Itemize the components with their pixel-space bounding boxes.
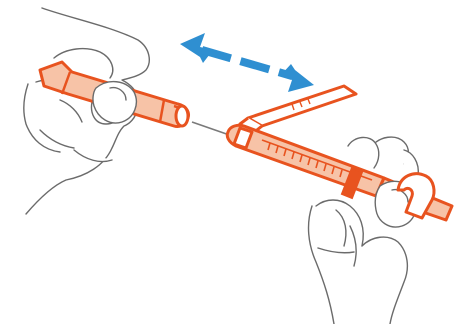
arrow-shaft <box>200 46 294 80</box>
syringe-scale-marks <box>267 142 343 178</box>
left-thumb <box>92 81 138 124</box>
needle-safety-guard <box>238 84 358 136</box>
arrow-head-left <box>180 33 213 63</box>
right-hand <box>307 136 419 324</box>
motion-arrow-icon <box>180 33 314 92</box>
arrow-head-right <box>280 64 314 92</box>
syringe-plunger-flange <box>396 172 436 220</box>
